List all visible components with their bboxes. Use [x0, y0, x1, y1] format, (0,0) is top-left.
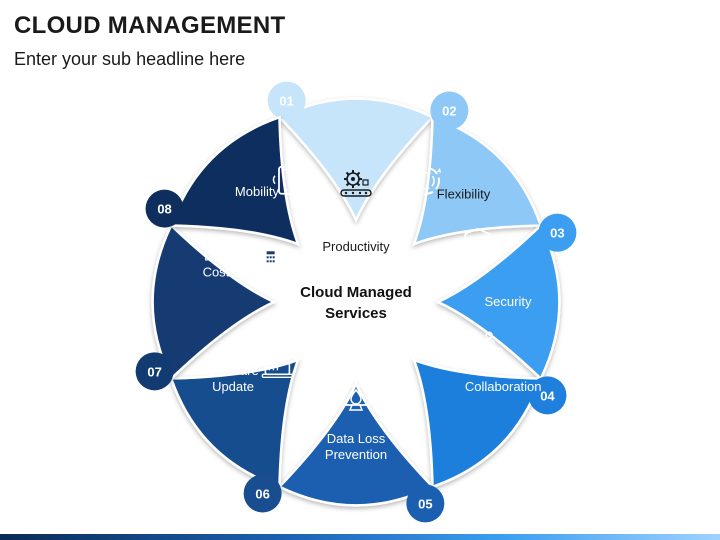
number-badge-text: 01 — [279, 94, 293, 109]
segment-shape-01 — [277, 97, 435, 224]
segment-label: Prevention — [325, 447, 387, 462]
segment-shape-03 — [434, 223, 561, 381]
number-badge-05 — [406, 484, 445, 523]
page-title: CLOUD MANAGEMENT — [14, 12, 286, 39]
segment-shape-02 — [411, 115, 543, 247]
segment-shape-08 — [169, 115, 301, 247]
center-label-line2: Services — [325, 305, 387, 322]
segment-08: 08 Mobility — [145, 115, 301, 247]
number-badge-01 — [267, 81, 306, 120]
monitor-drop-icon — [341, 385, 371, 411]
segment-shape-06 — [169, 357, 301, 489]
segment-label: Productivity — [322, 239, 390, 254]
number-badge-text: 03 — [550, 226, 564, 241]
segment-label: Software — [207, 363, 258, 378]
segment-label: Flexibility — [437, 187, 491, 202]
number-badge-03 — [538, 213, 577, 252]
segment-label: Mobility — [235, 184, 280, 199]
segment-label: Cost — [203, 264, 230, 279]
number-badge-text: 08 — [157, 202, 171, 217]
segment-shape-07 — [151, 223, 278, 381]
svg-text:$: $ — [255, 249, 261, 260]
number-badge-07 — [135, 352, 174, 391]
segment-shape-04 — [411, 357, 543, 489]
money-bag-calculator-icon: $ — [245, 238, 277, 265]
laptop-sync-icon — [261, 348, 297, 378]
number-badge-02 — [430, 91, 469, 130]
number-badge-text: 04 — [540, 388, 555, 403]
number-badge-04 — [528, 376, 567, 415]
number-badge-text: 02 — [442, 104, 456, 119]
segment-label: Data Loss — [327, 431, 386, 446]
center-label-line1: Cloud Managed — [300, 284, 412, 301]
team-network-icon — [473, 331, 505, 360]
number-badge-text: 07 — [147, 364, 161, 379]
shield-check-icon — [464, 227, 491, 259]
number-badge-08 — [145, 189, 184, 228]
gear-conveyor-icon — [340, 170, 372, 197]
number-badge-text: 05 — [418, 496, 432, 511]
segment-label: Security — [485, 294, 532, 309]
circular-arrows-icon — [411, 166, 441, 195]
bottom-accent-bar — [0, 534, 720, 540]
number-badge-text: 06 — [255, 486, 269, 501]
smartphone-icon — [272, 165, 300, 195]
segment-shape-05 — [277, 380, 435, 507]
segment-label: Collaboration — [465, 379, 542, 394]
segment-label: Update — [212, 379, 254, 394]
number-badge-06 — [243, 474, 282, 513]
segment-label: Low — [204, 248, 228, 263]
page-subtitle: Enter your sub headline here — [14, 49, 246, 69]
